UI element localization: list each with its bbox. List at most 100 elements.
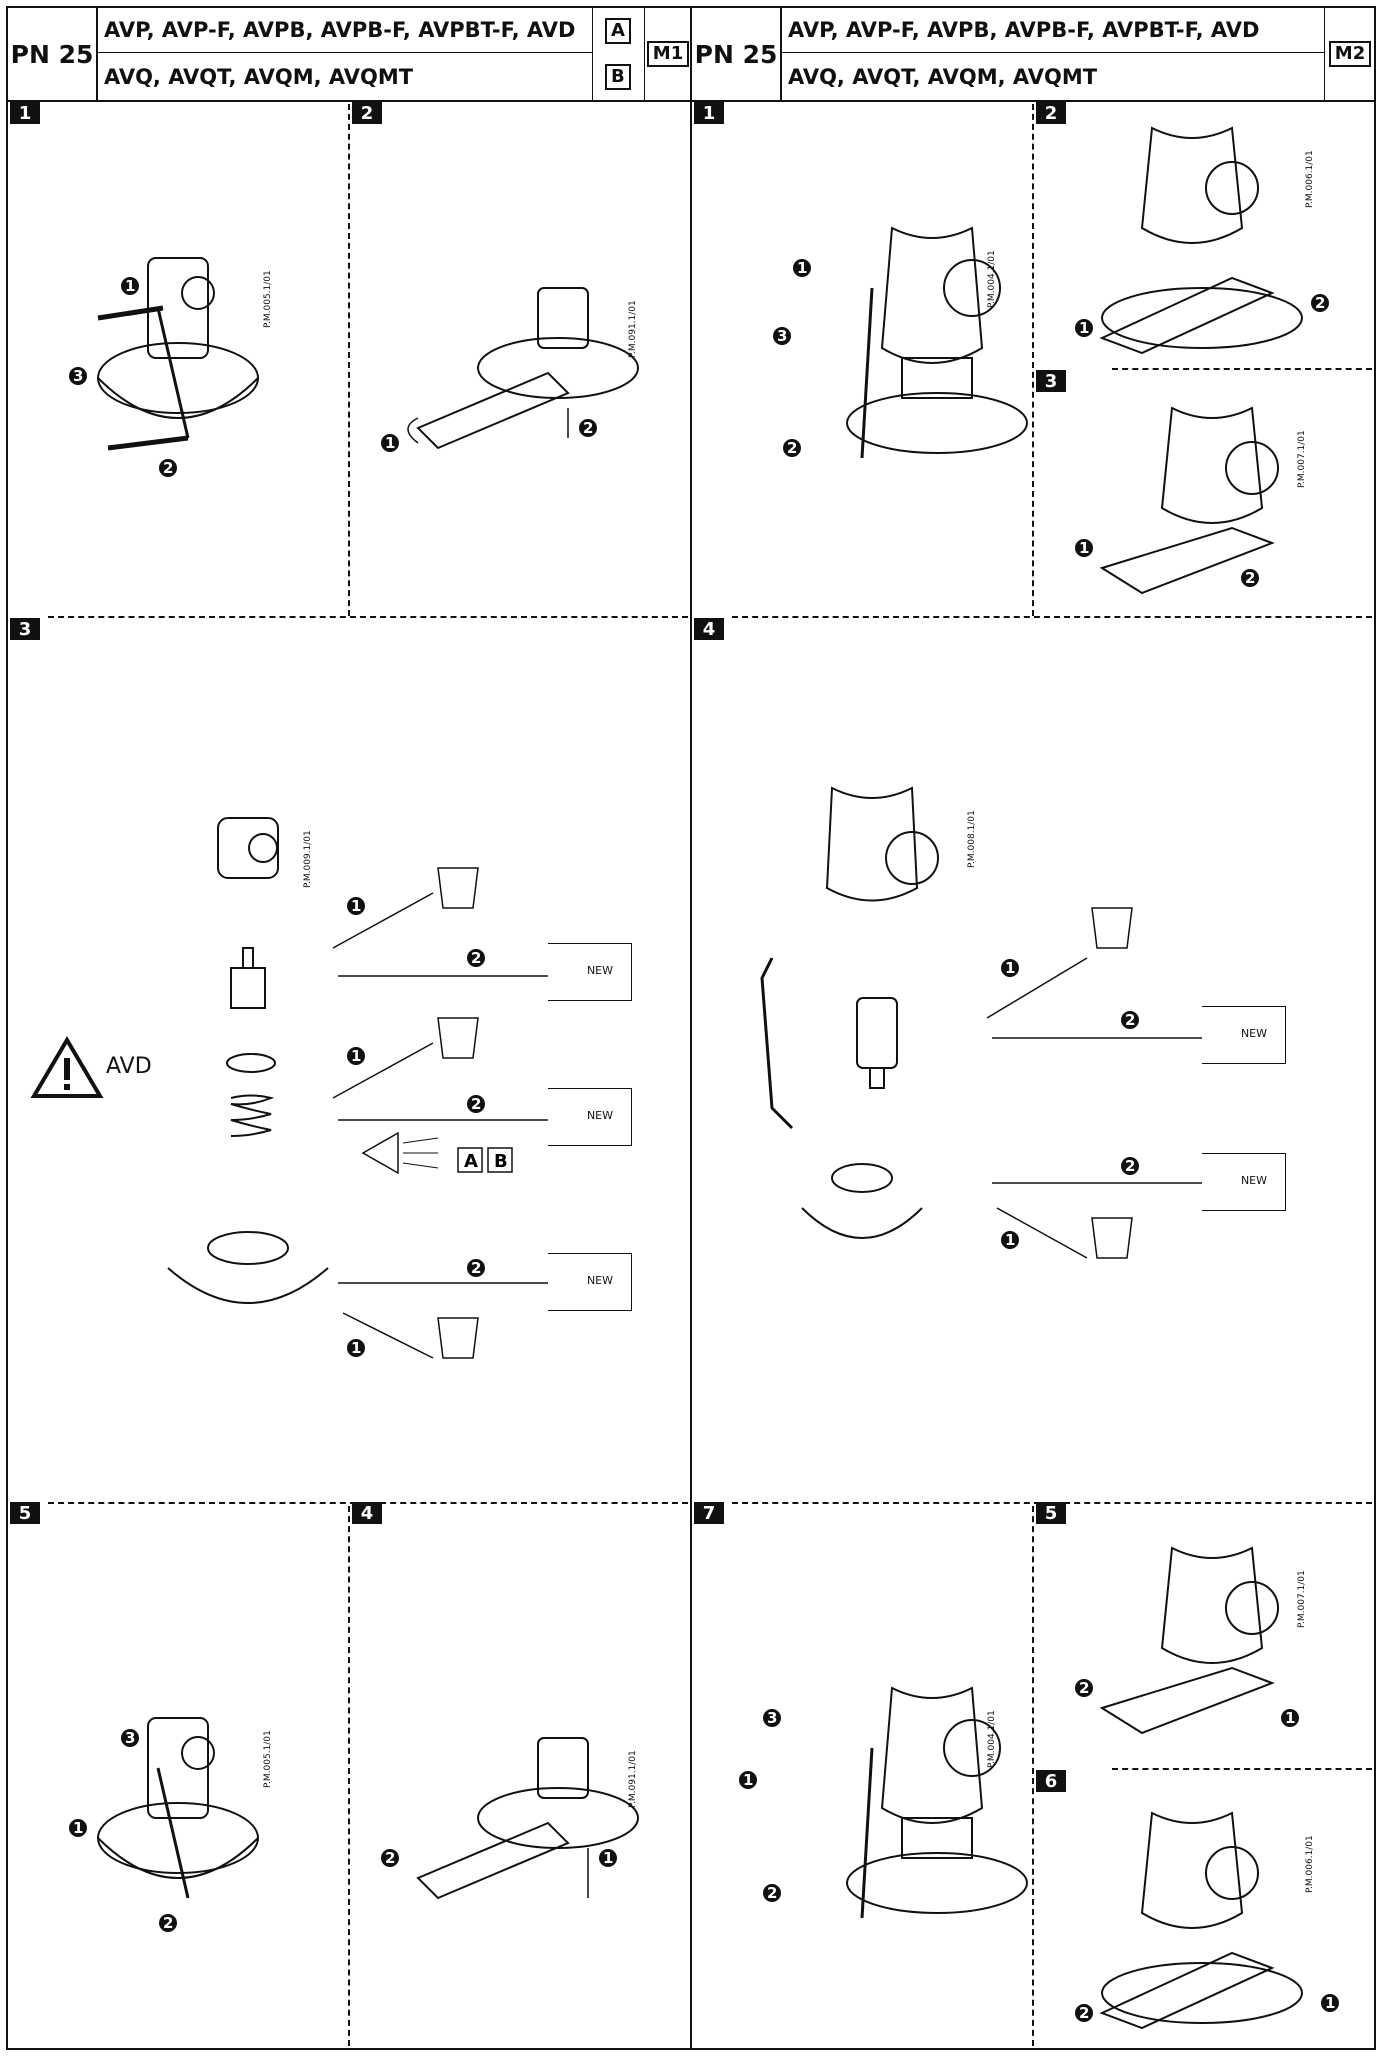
valve-illustration: 3 1 2 xyxy=(739,1686,1028,1919)
valve-illustration: 1 2 xyxy=(1075,406,1279,595)
svg-text:1: 1 xyxy=(603,1849,613,1867)
svg-text:2: 2 xyxy=(1315,294,1325,312)
valve-illustration: 1 3 2 xyxy=(773,226,1028,459)
pressure-rating: PN 25 xyxy=(8,8,98,100)
ref-code: P.M.005.1/01 xyxy=(263,270,273,328)
callout-1 xyxy=(381,434,399,452)
badge-b: B xyxy=(605,64,631,90)
models-row-b: AVQ, AVQT, AVQM, AVQMT xyxy=(788,64,1098,89)
ref-code: P.M.005.1/01 xyxy=(263,1730,273,1788)
divider xyxy=(348,1506,350,2046)
header-m1: PN 25 AVP, AVP-F, AVPB, AVPB-F, AVPBT-F,… xyxy=(8,8,690,102)
svg-text:1: 1 xyxy=(73,1819,83,1837)
ref-code: P.M.091.1/01 xyxy=(628,300,638,358)
pressure-rating: PN 25 xyxy=(692,8,782,100)
svg-text:2: 2 xyxy=(1079,1679,1089,1697)
svg-text:P.M.007.1/01: P.M.007.1/01 xyxy=(1297,1570,1307,1628)
callout-2 xyxy=(159,459,177,477)
svg-text:P.M.091.1/01: P.M.091.1/01 xyxy=(628,300,638,358)
svg-text:2: 2 xyxy=(767,1884,777,1902)
svg-text:2: 2 xyxy=(1125,1011,1135,1029)
svg-text:P.M.009.1/01: P.M.009.1/01 xyxy=(303,830,313,888)
step-5: 5 xyxy=(10,1502,40,1524)
ring-and-spring xyxy=(226,1053,276,1137)
step-3: 3 xyxy=(1036,370,1066,392)
valve-body xyxy=(217,817,279,879)
svg-text:1: 1 xyxy=(385,434,395,452)
ref-code: P.M.091.1/01 xyxy=(628,1750,638,1808)
callout-3 xyxy=(69,367,87,385)
replacement-arrows: 1 2 1 2 2 1 xyxy=(332,867,548,1359)
svg-text:1: 1 xyxy=(351,1047,361,1065)
svg-text:3: 3 xyxy=(777,327,787,345)
svg-text:1: 1 xyxy=(1285,1709,1295,1727)
callout-2 xyxy=(579,419,597,437)
valve-illustration: 1 2 xyxy=(1075,126,1329,355)
replacement-arrows: 1 2 2 1 xyxy=(986,907,1202,1259)
svg-text:2: 2 xyxy=(787,439,797,457)
svg-text:P.M.005.1/01: P.M.005.1/01 xyxy=(263,1730,273,1788)
wrench-illustration: 1 2 xyxy=(381,287,639,452)
new-part-box: NEW xyxy=(548,1253,632,1311)
step-5: 5 xyxy=(1036,1502,1066,1524)
divider xyxy=(1032,1506,1034,2046)
avd-label: AVD xyxy=(106,1054,152,1079)
warning-icon xyxy=(30,1036,104,1098)
bin-icon xyxy=(1091,1217,1133,1259)
svg-text:1: 1 xyxy=(1325,1994,1335,2012)
svg-text:P.M.006.1/01: P.M.006.1/01 xyxy=(1305,150,1315,208)
step-6: 6 xyxy=(1036,1770,1066,1792)
valve-body xyxy=(825,786,939,902)
callout-1 xyxy=(347,1339,365,1357)
header-m2: PN 25 AVP, AVP-F, AVPB, AVPB-F, AVPBT-F,… xyxy=(692,8,1374,102)
svg-text:2: 2 xyxy=(1125,1157,1135,1175)
ref-code: P.M.007.1/01 xyxy=(1297,430,1307,488)
step-1: 1 xyxy=(10,102,40,124)
step-3: 3 xyxy=(10,618,40,640)
divider xyxy=(732,1502,1372,1504)
svg-text:3: 3 xyxy=(767,1709,777,1727)
svg-text:1: 1 xyxy=(1005,959,1015,977)
svg-text:P.M.091.1/01: P.M.091.1/01 xyxy=(628,1750,638,1808)
divider xyxy=(732,616,1372,618)
valve-illustration xyxy=(97,257,259,451)
ref-code: P.M.004.1/01 xyxy=(987,1710,997,1768)
svg-text:P.M.007.1/01: P.M.007.1/01 xyxy=(1297,430,1307,488)
models-row-b: AVQ, AVQT, AVQM, AVQMT xyxy=(104,64,414,89)
divider xyxy=(48,1502,688,1504)
svg-text:2: 2 xyxy=(471,1259,481,1277)
svg-text:2: 2 xyxy=(471,949,481,967)
divider xyxy=(348,104,350,616)
new-part-box: NEW xyxy=(1202,1006,1286,1064)
spindle-part xyxy=(230,947,266,1009)
sheet-m1: PN 25 AVP, AVP-F, AVPB, AVPB-F, AVPBT-F,… xyxy=(6,6,692,2050)
svg-text:1: 1 xyxy=(1005,1231,1015,1249)
step-4: 4 xyxy=(352,1502,382,1524)
svg-text:3: 3 xyxy=(73,367,83,385)
ref-code: P.M.006.1/01 xyxy=(1305,1835,1315,1893)
badge-a: A xyxy=(605,18,631,44)
svg-text:1: 1 xyxy=(1079,319,1089,337)
svg-text:P.M.004.1/01: P.M.004.1/01 xyxy=(987,250,997,308)
insert-part xyxy=(856,997,898,1089)
callout-2 xyxy=(467,1259,485,1277)
ref-code: P.M.007.1/01 xyxy=(1297,1570,1307,1628)
svg-text:1: 1 xyxy=(125,277,135,295)
svg-text:2: 2 xyxy=(1245,569,1255,587)
callout-1 xyxy=(347,897,365,915)
new-part-box: NEW xyxy=(1202,1153,1286,1211)
divider xyxy=(1112,1768,1372,1770)
svg-text:A: A xyxy=(464,1151,478,1172)
svg-text:2: 2 xyxy=(163,1914,173,1932)
svg-text:1: 1 xyxy=(743,1771,753,1789)
svg-text:P.M.006.1/01: P.M.006.1/01 xyxy=(1305,1835,1315,1893)
diaphragm-part xyxy=(167,1231,329,1304)
bin-icon xyxy=(437,1317,479,1359)
svg-text:P.M.005.1/01: P.M.005.1/01 xyxy=(263,270,273,328)
diaphragm-part xyxy=(801,1163,923,1239)
svg-text:2: 2 xyxy=(471,1095,481,1113)
wrench-illustration: 2 1 xyxy=(381,1737,639,1900)
svg-text:1: 1 xyxy=(1079,539,1089,557)
callouts: 1 3 2 xyxy=(69,277,177,477)
eye-icon: A B xyxy=(361,1131,513,1175)
